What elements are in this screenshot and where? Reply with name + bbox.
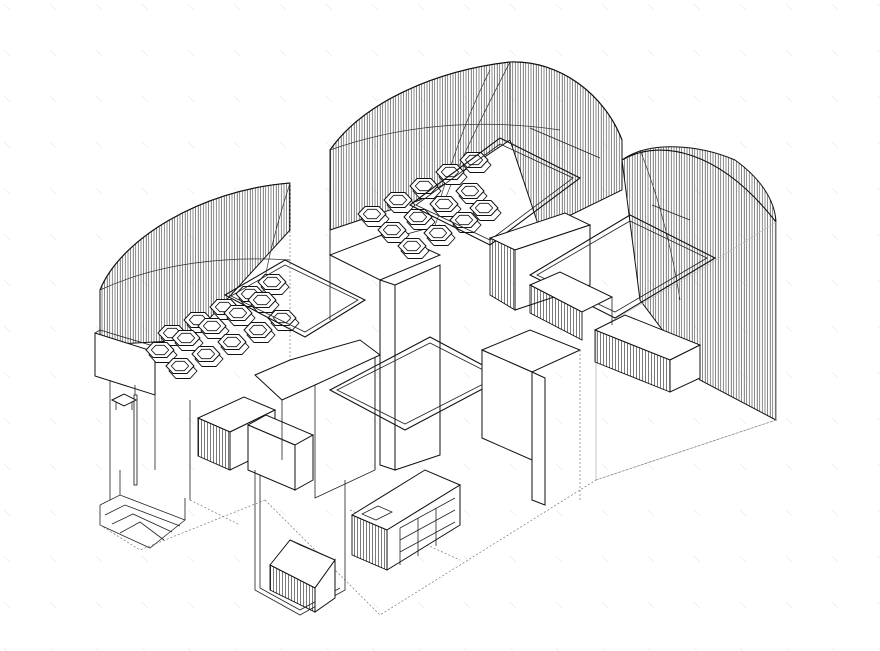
left-front-room: [246, 339, 381, 616]
hex-lamp-inner: [382, 224, 402, 236]
hex-lamp-inner: [170, 360, 190, 372]
front-counter: [350, 469, 462, 571]
hex-lamp: [165, 358, 195, 374]
hex-lamp-cluster-center: [357, 152, 502, 259]
hex-lamp-inner: [460, 185, 480, 197]
hex-lamp: [423, 225, 453, 241]
hex-lamp-inner: [388, 194, 408, 206]
hex-lamp: [397, 238, 427, 254]
light-frame-left: [223, 259, 367, 338]
hex-lamp-cluster-left: [145, 274, 300, 379]
hex-lamp: [243, 322, 273, 338]
hex-lamp-inner: [196, 348, 216, 360]
hex-lamp: [429, 196, 459, 212]
hex-lamp: [197, 318, 227, 334]
hex-lamp-inner: [252, 294, 272, 306]
hex-lamp-inner: [222, 336, 242, 348]
hex-lamp-inner: [228, 307, 248, 319]
hex-lamp: [449, 212, 479, 228]
hex-lamp-inner: [428, 227, 448, 239]
hex-lamp-inner: [176, 332, 196, 344]
hex-lamp-inner: [408, 211, 428, 223]
hex-lamp: [257, 274, 287, 290]
hex-lamp-inner: [150, 344, 170, 356]
hex-lamp-inner: [474, 202, 494, 214]
hex-lamp: [145, 342, 175, 358]
hex-lamp-inner: [454, 214, 474, 226]
light-frame-center: [408, 127, 601, 246]
hex-lamp: [247, 292, 277, 308]
hex-lamp-inner: [402, 240, 422, 252]
vault-left: [99, 182, 291, 346]
hex-lamp: [191, 346, 221, 362]
hex-lamp: [435, 164, 465, 180]
hex-lamp: [171, 330, 201, 346]
right-room: [528, 204, 717, 393]
hex-lamp-inner: [248, 324, 268, 336]
vault-center: [329, 61, 623, 241]
hex-lamp: [469, 200, 499, 216]
hex-lamp-inner: [434, 198, 454, 210]
hex-lamp-inner: [202, 320, 222, 332]
hex-lamp: [455, 183, 485, 199]
hex-lamp: [217, 334, 247, 350]
hex-lamp: [383, 192, 413, 208]
hex-lamp-inner: [262, 276, 282, 288]
hex-lamp: [377, 222, 407, 238]
hex-lamp-inner: [362, 208, 382, 220]
hex-lamp-inner: [464, 154, 484, 166]
left-room: [94, 329, 266, 551]
hex-lamp: [357, 206, 387, 222]
